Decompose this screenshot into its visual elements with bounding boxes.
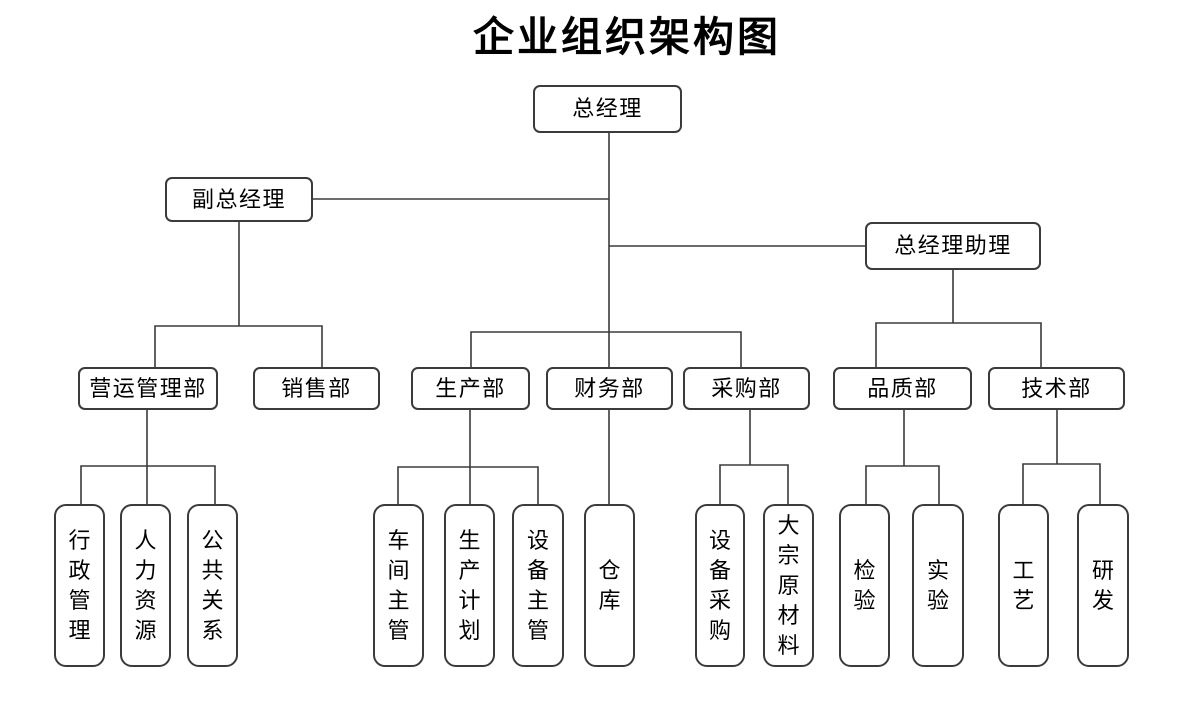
node-technology-dept[interactable]: 技术部 <box>988 367 1125 410</box>
node-label: 品质部 <box>867 375 938 401</box>
node-label: 营运管理部 <box>89 375 207 401</box>
node-bulk-raw-materials[interactable]: 大宗原材料 <box>763 504 814 667</box>
node-label: 实验 <box>926 557 949 613</box>
node-label: 公共关系 <box>201 527 224 643</box>
node-label: 检验 <box>853 557 876 613</box>
node-equipment-supervisor[interactable]: 设备主管 <box>512 504 564 667</box>
node-gm-assistant[interactable]: 总经理助理 <box>865 222 1041 270</box>
node-label: 财务部 <box>574 375 645 401</box>
connector-tech-children <box>1022 463 1101 504</box>
node-deputy-general-manager[interactable]: 副总经理 <box>165 177 313 222</box>
node-label: 大宗原材料 <box>777 512 800 658</box>
node-equipment-purchasing[interactable]: 设备采购 <box>695 504 745 667</box>
node-label: 采购部 <box>711 375 782 401</box>
node-purchasing-dept[interactable]: 采购部 <box>683 367 810 410</box>
node-label: 销售部 <box>281 375 352 401</box>
node-label: 技术部 <box>1021 375 1092 401</box>
node-sales-dept[interactable]: 销售部 <box>253 367 380 410</box>
connector-dgm-children <box>154 325 323 367</box>
node-label: 车间主管 <box>387 527 410 643</box>
node-general-manager[interactable]: 总经理 <box>533 85 682 133</box>
node-label: 行政管理 <box>68 527 91 643</box>
connector-yunying-children <box>80 465 216 504</box>
node-label: 工艺 <box>1012 557 1035 613</box>
node-finance-dept[interactable]: 财务部 <box>546 367 673 410</box>
node-quality-dept[interactable]: 品质部 <box>833 367 972 410</box>
node-admin-management[interactable]: 行政管理 <box>54 504 105 667</box>
node-process-craft[interactable]: 工艺 <box>998 504 1049 667</box>
node-laboratory[interactable]: 实验 <box>912 504 964 667</box>
node-label: 总经理 <box>572 96 643 121</box>
node-warehouse[interactable]: 仓库 <box>584 504 635 667</box>
node-production-planning[interactable]: 生产计划 <box>444 504 495 667</box>
chart-title: 企业组织架构图 <box>473 14 781 60</box>
connector-mid-depts <box>470 331 742 367</box>
node-label: 生产计划 <box>458 527 481 643</box>
node-label: 设备采购 <box>708 527 731 643</box>
node-label: 人力资源 <box>134 527 157 643</box>
connector-purchasing-children <box>719 464 789 504</box>
connector-gma-children <box>875 322 1042 367</box>
node-label: 仓库 <box>598 557 621 613</box>
node-operations-dept[interactable]: 营运管理部 <box>78 367 218 410</box>
node-label: 总经理助理 <box>894 233 1012 258</box>
connector-quality-children <box>865 465 940 504</box>
node-label: 副总经理 <box>191 186 286 212</box>
node-workshop-supervisor[interactable]: 车间主管 <box>373 504 424 667</box>
node-research-development[interactable]: 研发 <box>1077 504 1129 667</box>
node-production-dept[interactable]: 生产部 <box>411 367 530 410</box>
node-human-resources[interactable]: 人力资源 <box>120 504 171 667</box>
node-label: 设备主管 <box>526 527 549 643</box>
node-inspection[interactable]: 检验 <box>839 504 890 667</box>
node-label: 研发 <box>1091 557 1114 613</box>
connector-production-children <box>397 466 539 504</box>
node-label: 生产部 <box>435 375 506 401</box>
node-public-relations[interactable]: 公共关系 <box>187 504 238 667</box>
